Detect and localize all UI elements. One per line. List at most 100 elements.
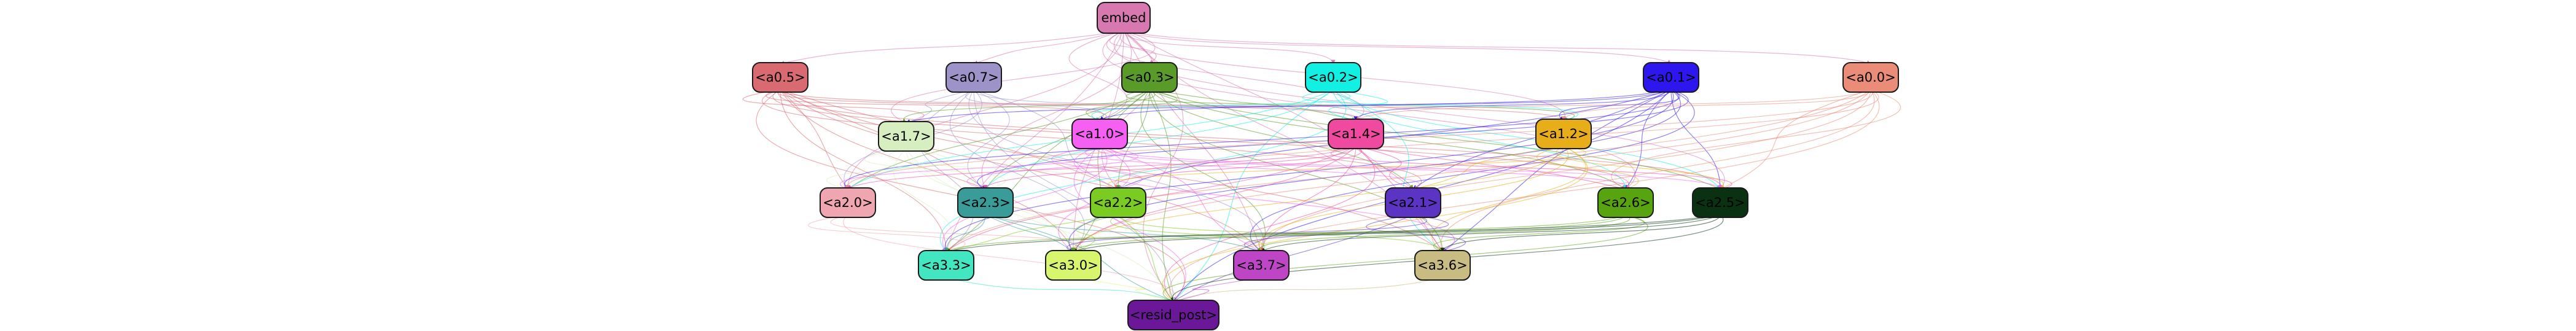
- edge-a3_6-to-resid_post: [1173, 277, 1443, 303]
- node-box: [1121, 62, 1178, 93]
- node-box: [1692, 187, 1748, 218]
- edge-a0_2-to-a3_6: [1333, 89, 1443, 252]
- node-label: <a3.0>: [1048, 258, 1098, 273]
- edge-a1_0-to-resid_post: [1073, 146, 1186, 302]
- edge-a2_6-to-a3_3: [945, 214, 1626, 252]
- edge-a2_2-to-resid_post: [1118, 214, 1174, 302]
- node-label: <a2.5>: [1695, 195, 1745, 210]
- node-box: [752, 62, 808, 93]
- edge-a0_2-to-resid_post: [1173, 89, 1334, 302]
- node-a2-3[interactable]: <a2.3>: [957, 187, 1014, 218]
- node-box: [1842, 62, 1899, 93]
- node-label: <a0.3>: [1124, 70, 1174, 85]
- edge-a2_3-to-a3_3: [944, 214, 986, 252]
- edge-a3_0-to-resid_post: [1073, 277, 1174, 303]
- node-box: [1385, 187, 1441, 218]
- edge-a0_0-to-a3_7: [1259, 89, 1871, 252]
- edge-a1_4-to-resid_post: [1164, 146, 1376, 302]
- edge-a0_7-to-a1_4: [973, 89, 1358, 121]
- node-a1-4[interactable]: <a1.4>: [1328, 119, 1384, 149]
- node-a3-0[interactable]: <a3.0>: [1045, 250, 1102, 281]
- node-a1-0[interactable]: <a1.0>: [1071, 119, 1128, 149]
- edge-a1_0-to-a3_6: [1073, 146, 1455, 252]
- node-a0-2[interactable]: <a0.2>: [1305, 62, 1361, 93]
- node-label: <a3.7>: [1236, 258, 1286, 273]
- node-a1-7[interactable]: <a1.7>: [878, 121, 934, 152]
- node-resid-post[interactable]: <resid_post>: [1127, 300, 1219, 330]
- edge-embed-to-a1_0: [1068, 30, 1127, 121]
- edge-a0_0-to-a3_3: [945, 89, 1871, 252]
- node-box: [1127, 300, 1219, 330]
- edge-a1_7-to-resid_post: [906, 148, 1174, 302]
- edge-a2_6-to-a3_6: [1433, 214, 1645, 253]
- edge-embed-to-a2_5: [1114, 30, 1725, 190]
- node-a2-6[interactable]: <a2.6>: [1597, 187, 1654, 218]
- node-label: <a1.2>: [1538, 127, 1588, 141]
- node-label: <a0.5>: [755, 70, 805, 85]
- edge-a1_4-to-a2_0: [847, 146, 1357, 190]
- node-a2-2[interactable]: <a2.2>: [1090, 187, 1146, 218]
- node-label: <a1.0>: [1075, 127, 1124, 141]
- edge-a0_5-to-a2_0: [780, 89, 848, 190]
- edge-a0_0-to-a2_2: [1113, 89, 1879, 190]
- edge-a0_0-to-a3_6: [1439, 89, 1875, 252]
- edge-embed-to-a0_5: [780, 30, 1124, 66]
- node-label: <a2.3>: [960, 195, 1010, 210]
- edge-embed-to-a0_0: [1123, 30, 1871, 65]
- node-embed[interactable]: embed: [1097, 2, 1151, 34]
- edge-a0_7-to-a1_0: [965, 89, 1105, 121]
- edge-a0_3-to-a2_2: [1116, 89, 1150, 190]
- node-box: [820, 187, 876, 218]
- node-label: <a1.7>: [881, 129, 931, 144]
- node-box: [957, 187, 1014, 218]
- node-a0-5[interactable]: <a0.5>: [752, 62, 808, 93]
- edge-embed-to-a0_2: [1123, 30, 1336, 64]
- node-a2-0[interactable]: <a2.0>: [820, 187, 876, 218]
- node-a2-1[interactable]: <a2.1>: [1385, 187, 1441, 218]
- edge-a0_7-to-a3_0: [949, 89, 1085, 252]
- edge-a0_5-to-a3_3: [780, 89, 949, 252]
- node-a3-7[interactable]: <a3.7>: [1233, 250, 1290, 281]
- node-a3-6[interactable]: <a3.6>: [1414, 250, 1471, 281]
- edge-a0_0-to-a1_2: [1561, 89, 1871, 121]
- node-label: <a3.6>: [1417, 258, 1467, 273]
- node-label: <a1.4>: [1331, 127, 1380, 141]
- edge-a2_3-to-a3_0: [985, 214, 1074, 252]
- node-a0-0[interactable]: <a0.0>: [1842, 62, 1899, 93]
- node-a0-3[interactable]: <a0.3>: [1121, 62, 1178, 93]
- node-box: [1233, 250, 1290, 281]
- edge-a0_1-to-a3_7: [1250, 89, 1695, 252]
- edge-a2_2-to-a3_7: [1110, 214, 1266, 252]
- edge-a0_1-to-a1_0: [1099, 89, 1672, 121]
- node-a3-3[interactable]: <a3.3>: [918, 250, 974, 281]
- edge-a0_5-to-a2_6: [772, 89, 1631, 190]
- edge-a2_2-to-a3_3: [945, 214, 1119, 254]
- edge-a0_5-to-a1_7: [742, 89, 925, 124]
- edge-a0_2-to-a1_2: [1302, 89, 1578, 122]
- node-label: embed: [1102, 10, 1146, 25]
- edge-a0_7-to-a1_7: [906, 89, 974, 124]
- edge-a2_5-to-a3_0: [1073, 214, 1721, 253]
- node-a0-7[interactable]: <a0.7>: [945, 62, 1002, 93]
- edge-a1_4-to-a2_1: [1355, 146, 1414, 190]
- edge-a0_1-to-a3_0: [1068, 89, 1681, 252]
- edge-a2_2-to-a3_0: [1073, 214, 1119, 253]
- node-box: [1643, 62, 1699, 93]
- node-label: <a2.1>: [1388, 195, 1438, 210]
- node-a2-5[interactable]: <a2.5>: [1692, 187, 1748, 218]
- edge-a0_2-to-a2_5: [1333, 89, 1721, 190]
- node-a1-2[interactable]: <a1.2>: [1535, 119, 1592, 149]
- edge-a3_3-to-resid_post: [945, 277, 1174, 303]
- edge-embed-to-a1_7: [891, 30, 1156, 123]
- edge-a0_0-to-a2_5: [1720, 89, 1871, 190]
- edge-a0_5-to-a3_6: [780, 89, 1443, 252]
- node-box: [878, 121, 934, 152]
- node-a0-1[interactable]: <a0.1>: [1643, 62, 1699, 93]
- edge-a1_2-to-a2_5: [1556, 146, 1725, 190]
- node-box: [1097, 2, 1151, 34]
- edge-a0_3-to-resid_post: [1149, 89, 1175, 302]
- edge-a2_6-to-a3_7: [1256, 214, 1630, 252]
- edge-embed-to-a2_1: [1123, 30, 1414, 190]
- node-box: [1597, 187, 1654, 218]
